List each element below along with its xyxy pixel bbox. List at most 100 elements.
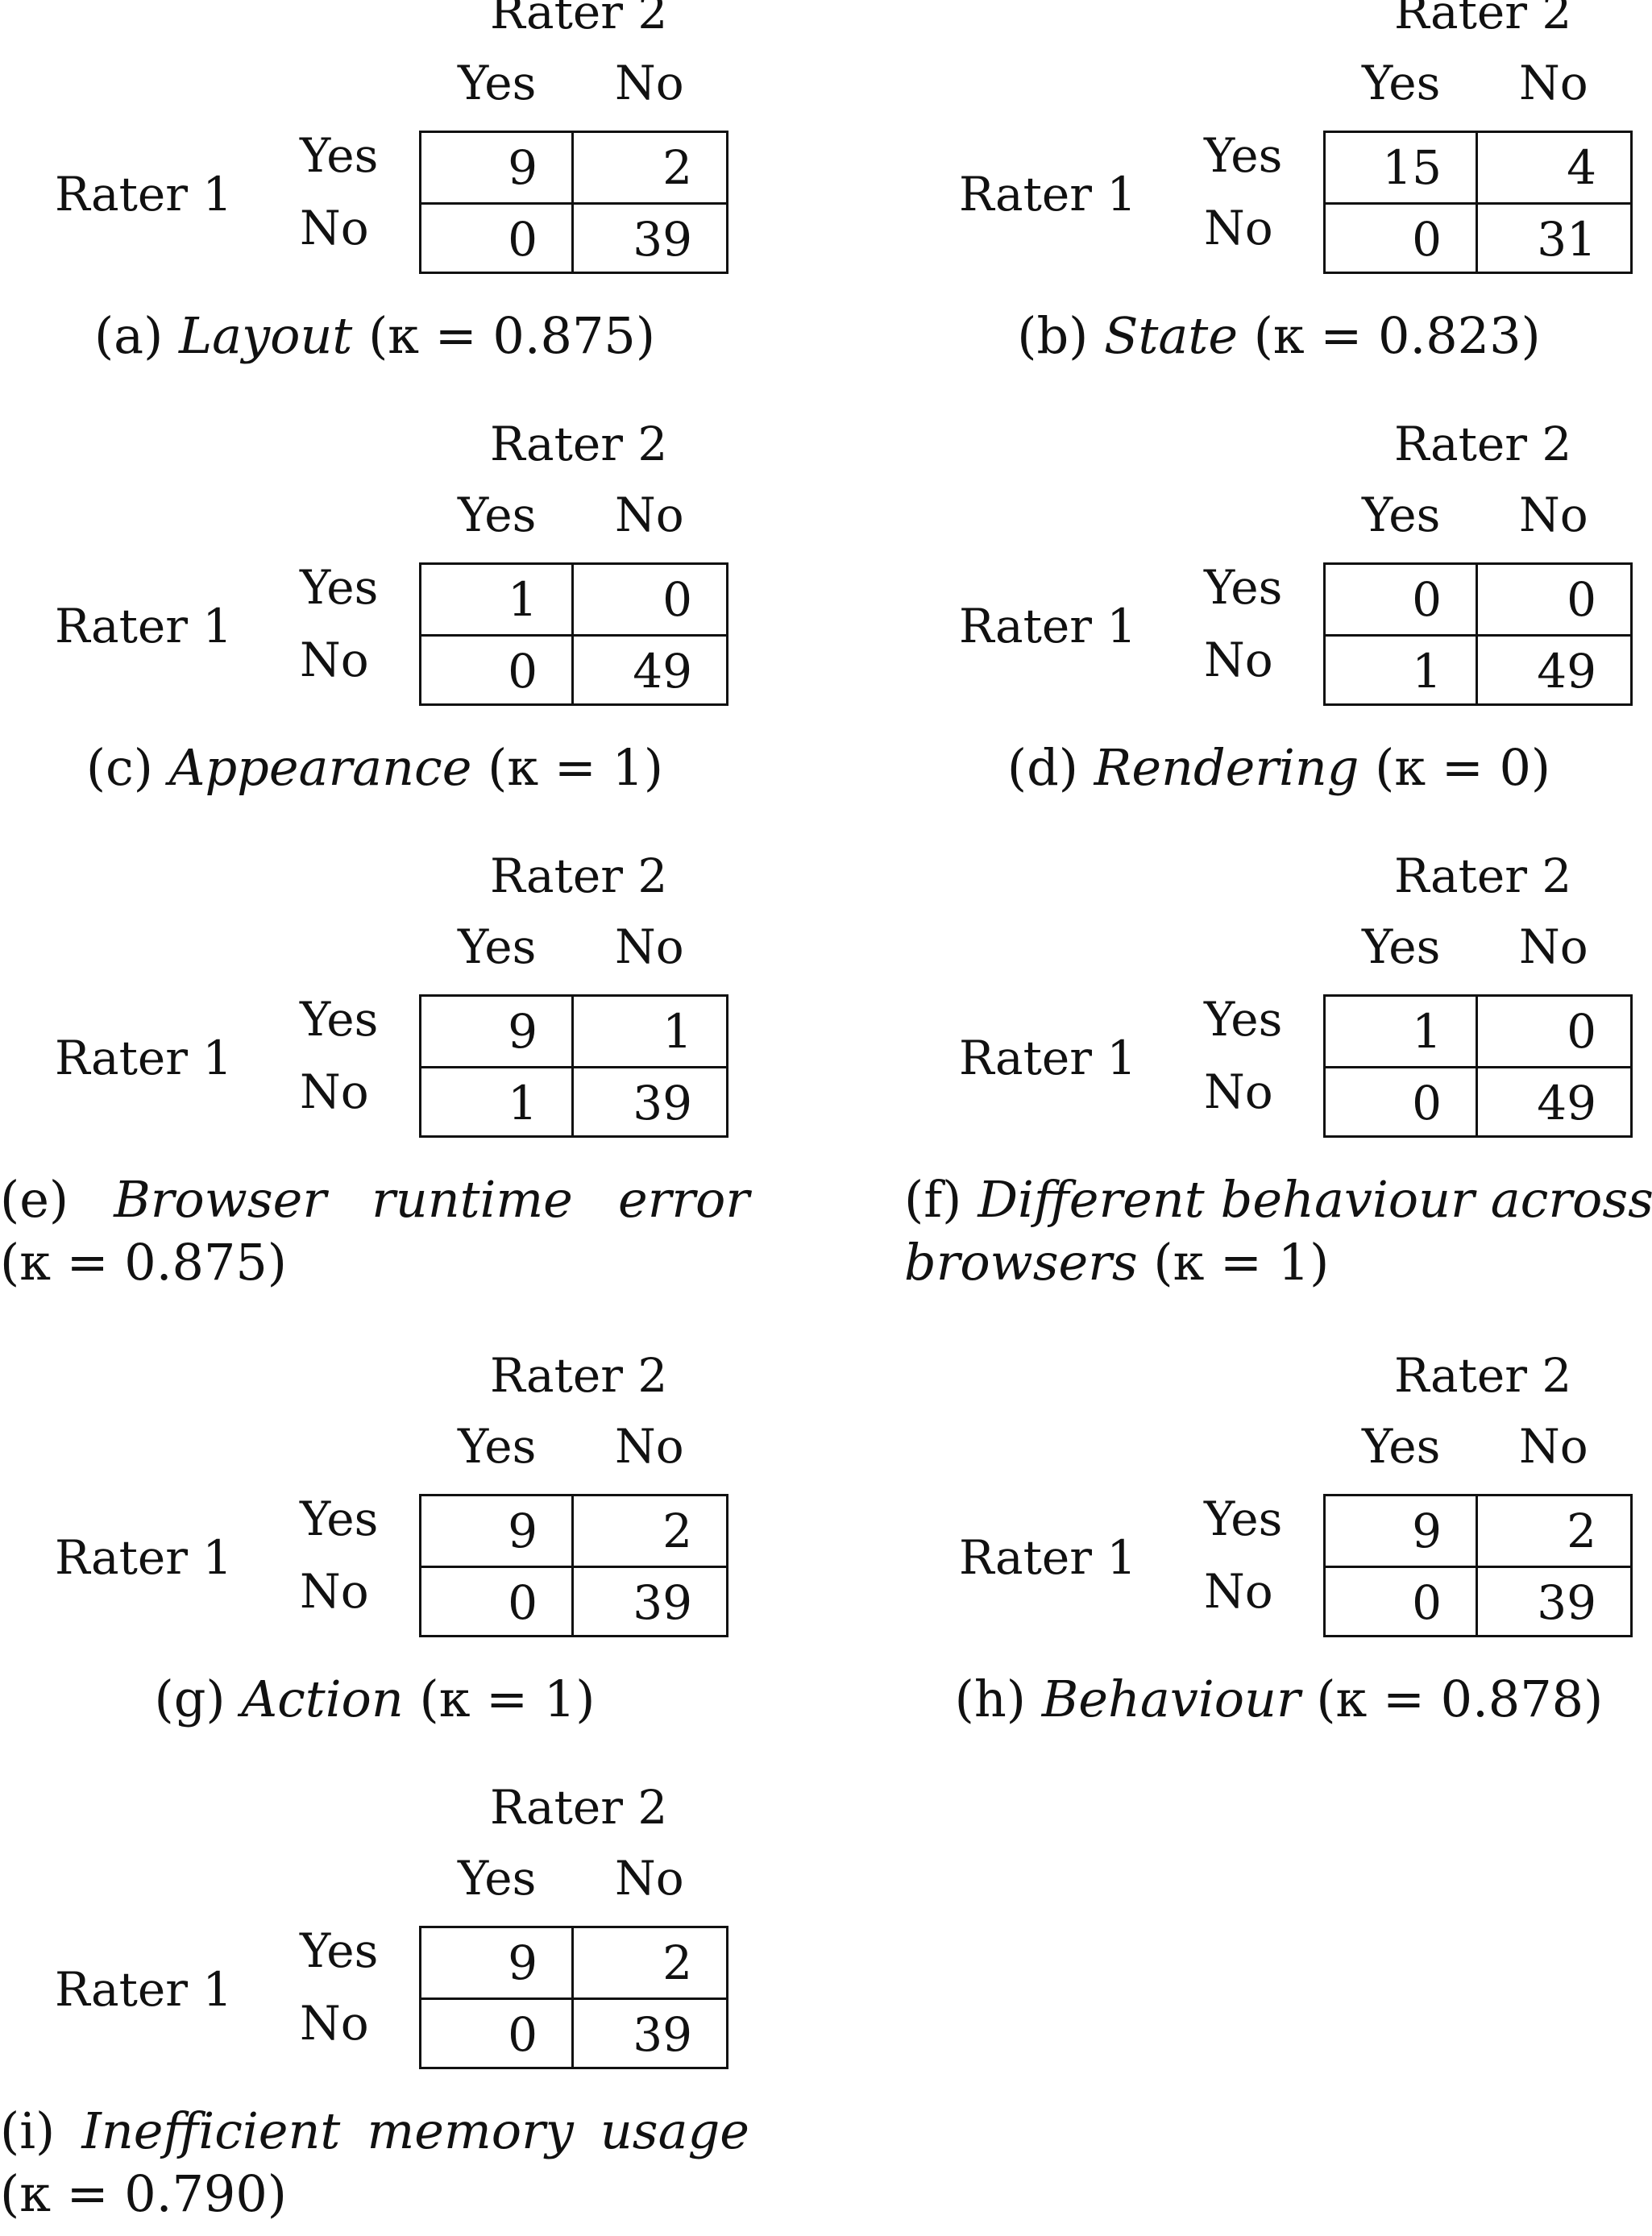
caption-line-1: (i) Inefficient memory usage: [0, 2100, 749, 2163]
row-no-label: No: [300, 1064, 369, 1119]
contingency-table: 9 2 0 39: [419, 131, 728, 274]
cell-yes-yes: 15: [1326, 133, 1478, 205]
caption-tag: (f): [904, 1170, 962, 1229]
col-yes-label: Yes: [1362, 919, 1441, 974]
caption-name: Action: [241, 1670, 404, 1728]
col-no-label: No: [615, 919, 684, 974]
cell-yes-no: 1: [574, 997, 726, 1068]
contingency-table: 0 0 1 49: [1323, 562, 1633, 706]
panel-caption: (g) Action (κ = 1): [0, 1668, 749, 1731]
rater2-label: Rater 2: [490, 848, 668, 903]
panel-layout: Rater 2 Yes No Rater 1 Yes No 9 2 0 39 (…: [0, 0, 826, 419]
cell-no-yes: 0: [421, 205, 574, 274]
panel-caption: (h) Behaviour (κ = 0.878): [904, 1668, 1652, 1731]
caption-name: Behaviour: [1041, 1670, 1301, 1728]
caption-kappa: (κ = 0.878): [1316, 1670, 1604, 1728]
cell-yes-no: 2: [1478, 1496, 1630, 1568]
cell-no-no: 39: [633, 2007, 692, 2062]
panel-caption: (f) Different behaviour across browsers …: [904, 1168, 1652, 1294]
row-no-label: No: [1204, 633, 1273, 687]
col-yes-label: Yes: [458, 1419, 537, 1474]
col-no-label: No: [615, 56, 684, 110]
caption-tag: (e): [0, 1170, 69, 1229]
caption-line-2: browsers (κ = 1): [904, 1231, 1652, 1294]
caption-word: runtime: [371, 1170, 573, 1229]
panel-rendering: Rater 2 Yes No Rater 1 Yes No 0 0 1 49 (…: [904, 417, 1652, 851]
cell-no-no: 39: [633, 1076, 692, 1130]
cell-yes-no: 2: [574, 1496, 726, 1568]
cell-yes-yes: 9: [1326, 1496, 1478, 1568]
rater2-label: Rater 2: [490, 0, 668, 39]
col-no-label: No: [615, 1419, 684, 1474]
caption-line-1: (e) Browser runtime error: [0, 1168, 749, 1231]
cell-no-yes: 1: [421, 1068, 574, 1138]
cell-yes-yes: 9: [421, 1928, 574, 2000]
panel-browser-runtime-error: Rater 2 Yes No Rater 1 Yes No 9 1 1 39 (…: [0, 849, 826, 1292]
caption-tag: (i): [0, 2101, 56, 2160]
cell-no-yes: 0: [1326, 1068, 1478, 1138]
rater1-label: Rater 1: [55, 167, 233, 222]
rater2-label: Rater 2: [1394, 0, 1572, 39]
caption-word: Inefficient: [81, 2101, 341, 2160]
row-no-label: No: [1204, 1564, 1273, 1619]
contingency-table: 9 2 0 39: [419, 1494, 728, 1637]
caption-word: browsers: [904, 1233, 1138, 1292]
contingency-table: 1 0 0 49: [1323, 994, 1633, 1138]
rater2-label: Rater 2: [1394, 1348, 1572, 1403]
contingency-table: 9 2 0 39: [1323, 1494, 1633, 1637]
cell-yes-no: 0: [574, 565, 726, 637]
cell-yes-no: 2: [574, 1928, 726, 2000]
caption-kappa: (κ = 0): [1375, 738, 1551, 797]
row-yes-label: Yes: [1204, 560, 1283, 615]
row-yes-label: Yes: [300, 1491, 379, 1546]
caption-name: Appearance: [168, 738, 472, 797]
row-yes-label: Yes: [1204, 1491, 1283, 1546]
col-yes-label: Yes: [1362, 1419, 1441, 1474]
cell-no-no: 49: [633, 644, 692, 699]
panel-different-behaviour-across-browsers: Rater 2 Yes No Rater 1 Yes No 1 0 0 49 (…: [904, 849, 1652, 1292]
panel-caption: (b) State (κ = 0.823): [904, 305, 1652, 367]
cell-yes-yes: 1: [421, 565, 574, 637]
cell-no-yes: 0: [1326, 205, 1478, 274]
caption-word: memory: [367, 2101, 574, 2160]
cell-no-yes: 0: [421, 1568, 574, 1637]
rater2-label: Rater 2: [490, 417, 668, 471]
caption-tag: (b): [1017, 306, 1089, 365]
panel-action: Rater 2 Yes No Rater 1 Yes No 9 2 0 39 (…: [0, 1349, 826, 1782]
cell-no-yes: 0: [421, 637, 574, 706]
cell-no-yes: 1: [1326, 637, 1478, 706]
row-yes-label: Yes: [300, 992, 379, 1047]
rater2-label: Rater 2: [1394, 417, 1572, 471]
col-yes-label: Yes: [458, 1851, 537, 1906]
caption-name: Layout: [179, 306, 353, 365]
panel-caption: (i) Inefficient memory usage (κ = 0.790): [0, 2100, 749, 2226]
panel-caption: (c) Appearance (κ = 1): [0, 736, 749, 799]
contingency-table: 9 1 1 39: [419, 994, 728, 1138]
rater2-label: Rater 2: [490, 1348, 668, 1403]
caption-word: behaviour: [1220, 1170, 1475, 1229]
caption-kappa: (κ = 0.875): [0, 1233, 287, 1292]
panel-caption: (a) Layout (κ = 0.875): [0, 305, 749, 367]
caption-line-1: (f) Different behaviour across: [904, 1168, 1652, 1231]
cell-no-yes: 0: [421, 2000, 574, 2069]
cell-no-no: 49: [1537, 1076, 1596, 1130]
col-no-label: No: [615, 487, 684, 542]
rater2-label: Rater 2: [490, 1780, 668, 1835]
caption-word: error: [618, 1170, 749, 1229]
rater1-label: Rater 1: [55, 1530, 233, 1585]
caption-word: across: [1490, 1170, 1652, 1229]
cell-yes-no: 0: [1478, 565, 1630, 637]
cell-yes-no: 4: [1478, 133, 1630, 205]
row-no-label: No: [300, 633, 369, 687]
row-no-label: No: [1204, 1064, 1273, 1119]
rater1-label: Rater 1: [55, 599, 233, 653]
caption-word: Different: [978, 1170, 1205, 1229]
caption-tag: (a): [93, 306, 164, 365]
rater1-label: Rater 1: [959, 599, 1137, 653]
row-yes-label: Yes: [300, 560, 379, 615]
panel-caption: (d) Rendering (κ = 0): [904, 736, 1652, 799]
panel-inefficient-memory-usage: Rater 2 Yes No Rater 1 Yes No 9 2 0 39 (…: [0, 1781, 826, 2223]
row-yes-label: Yes: [1204, 992, 1283, 1047]
cell-no-no: 39: [633, 212, 692, 267]
caption-tag: (c): [85, 738, 153, 797]
